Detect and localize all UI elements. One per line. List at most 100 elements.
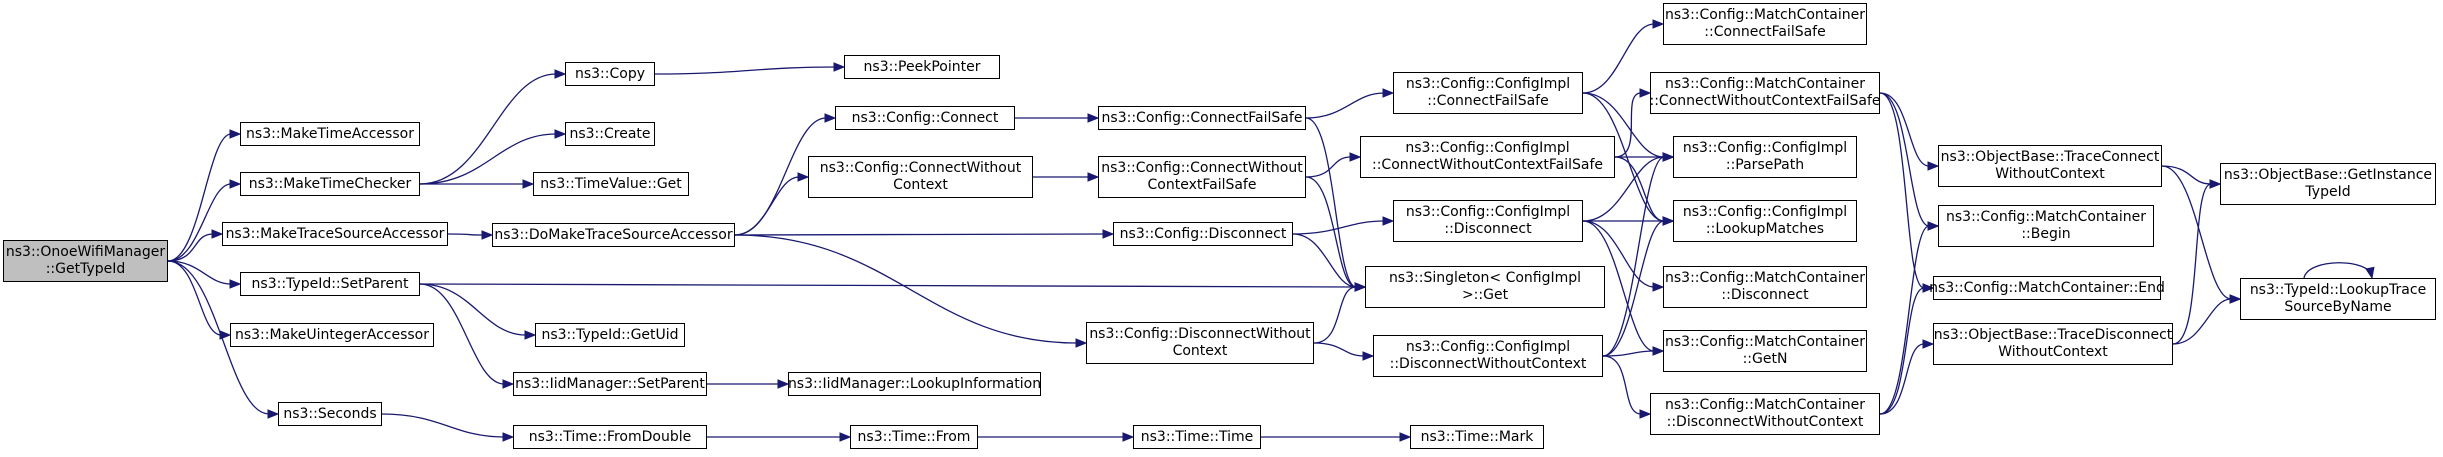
edge-copy-to-peekPointer: [654, 66, 836, 75]
edge-root-to-seconds-arrowhead: [267, 409, 280, 419]
edge-implConnectFailSafe-to-implParsePath: [1582, 92, 1665, 158]
node-type-id-set-parent[interactable]: ns3::TypeId::SetParent: [240, 272, 420, 296]
node-mc-disconnect-without-context[interactable]: ns3::Config::MatchContainer ::Disconnect…: [1650, 393, 1880, 435]
node-iid-set-parent[interactable]: ns3::IidManager::SetParent: [513, 372, 707, 396]
edge-makeTimeChecker-to-timeValueGet-arrowhead: [522, 179, 535, 189]
edge-configDisconnect-to-singletonGet: [1292, 233, 1357, 288]
node-config-connect[interactable]: ns3::Config::Connect: [835, 106, 1015, 130]
edge-typeIdSetParent-to-iidSetParent: [419, 283, 505, 385]
node-impl-connect-fail-safe[interactable]: ns3::Config::ConfigImpl ::ConnectFailSaf…: [1393, 72, 1583, 114]
node-mc-begin[interactable]: ns3::Config::MatchContainer ::Begin: [1938, 205, 2154, 247]
edge-configConnectWithoutContextFailSafe-to-implConnectWithoutContextFailSafe-arrowhead: [1349, 152, 1362, 162]
edge-implDisconnect-to-mcGetN: [1582, 220, 1655, 352]
edge-implDisconnectWithoutContext-to-implLookupMatches-arrowhead: [1662, 216, 1675, 226]
node-seconds[interactable]: ns3::Seconds: [278, 402, 382, 426]
edge-configConnectFailSafe-to-singletonGet: [1305, 117, 1357, 288]
edge-makeTimeChecker-to-copy: [419, 73, 557, 185]
node-impl-disconnect-without-context[interactable]: ns3::Config::ConfigImpl ::DisconnectWith…: [1373, 335, 1603, 377]
node-make-time-accessor[interactable]: ns3::MakeTimeAccessor: [240, 122, 420, 146]
edge-root-to-makeTimeChecker-arrowhead: [229, 179, 242, 189]
edge-typeIdSetParent-to-typeIdGetUid-arrowhead: [524, 330, 537, 340]
node-config-connect-without-context[interactable]: ns3::Config::ConnectWithout Context: [808, 156, 1033, 198]
edge-typeIdSetParent-to-singletonGet: [419, 283, 1357, 288]
edge-root-to-makeTimeChecker: [167, 183, 232, 262]
edge-configDisconnectWithoutContext-to-singletonGet: [1313, 286, 1357, 344]
edge-mcDisconnectWithoutContext-to-obTraceDisconnectWithoutContext-arrowhead: [1922, 339, 1935, 349]
edge-implDisconnectWithoutContext-to-mcGetN-arrowhead: [1652, 346, 1665, 356]
edge-configDisconnectWithoutContext-to-implDisconnectWithoutContext-arrowhead: [1362, 351, 1375, 361]
node-create[interactable]: ns3::Create: [565, 122, 655, 146]
edge-implConnectFailSafe-to-mcConnectFailSafe: [1582, 23, 1655, 94]
edge-doMakeTraceSourceAccessor-to-configConnect-arrowhead: [824, 113, 837, 123]
node-impl-lookup-matches[interactable]: ns3::Config::ConfigImpl ::LookupMatches: [1673, 200, 1857, 242]
edge-makeTraceSourceAccessor-to-doMakeTraceSourceAccessor: [447, 233, 484, 236]
node-singleton-get[interactable]: ns3::Singleton< ConfigImpl >::Get: [1365, 266, 1605, 308]
node-make-time-checker[interactable]: ns3::MakeTimeChecker: [240, 172, 420, 196]
node-time-time[interactable]: ns3::Time::Time: [1133, 425, 1261, 449]
node-type-id-get-uid[interactable]: ns3::TypeId::GetUid: [535, 323, 685, 347]
edge-doMakeTraceSourceAccessor-to-configDisconnect: [734, 233, 1105, 236]
edge-implDisconnect-to-mcDisconnect-arrowhead: [1652, 282, 1665, 292]
node-make-trace-source-accessor[interactable]: ns3::MakeTraceSourceAccessor: [222, 222, 448, 246]
node-impl-disconnect[interactable]: ns3::Config::ConfigImpl ::Disconnect: [1393, 200, 1583, 242]
node-copy[interactable]: ns3::Copy: [565, 62, 655, 86]
node-ob-trace-disconnect-without-context[interactable]: ns3::ObjectBase::TraceDisconnect Without…: [1933, 323, 2173, 365]
edge-configDisconnect-to-implDisconnect-arrowhead: [1382, 216, 1395, 226]
edge-mcConnectWithoutContextFailSafe-to-mcBegin: [1879, 92, 1930, 227]
node-ob-get-instance-type-id[interactable]: ns3::ObjectBase::GetInstance TypeId: [2220, 163, 2436, 205]
edge-mcDisconnectWithoutContext-to-mcEnd: [1879, 287, 1925, 415]
edge-root-to-makeUintegerAccessor: [167, 260, 222, 336]
edge-implDisconnectWithoutContext-to-mcDisconnectWithoutContext: [1602, 355, 1642, 415]
node-config-connect-without-context-fail-safe[interactable]: ns3::Config::ConnectWithout ContextFailS…: [1098, 156, 1306, 198]
edge-root-to-seconds: [167, 260, 270, 415]
edge-typeIdLookupTraceSourceByName-to-typeIdLookupTraceSourceByName: [2303, 262, 2373, 279]
edge-obTraceConnectWithoutContext-to-obGetInstanceTypeId: [2161, 165, 2212, 185]
node-mc-connect-fail-safe[interactable]: ns3::Config::MatchContainer ::ConnectFai…: [1663, 3, 1867, 45]
node-impl-parse-path[interactable]: ns3::Config::ConfigImpl ::ParsePath: [1673, 136, 1857, 178]
edge-obTraceConnectWithoutContext-to-typeIdLookupTraceSourceByName: [2161, 165, 2232, 300]
node-config-connect-fail-safe[interactable]: ns3::Config::ConnectFailSafe: [1098, 106, 1306, 130]
node-ob-trace-connect-without-context[interactable]: ns3::ObjectBase::TraceConnect WithoutCon…: [1938, 145, 2162, 187]
node-do-make-trace-source-accessor[interactable]: ns3::DoMakeTraceSourceAccessor: [492, 223, 735, 247]
edge-root-to-makeTraceSourceAccessor-arrowhead: [211, 229, 224, 239]
edge-root-to-makeTimeAccessor: [167, 133, 232, 262]
edge-configDisconnect-to-implDisconnect: [1292, 220, 1385, 235]
edge-timeFrom-to-timeTime-arrowhead: [1122, 432, 1135, 442]
node-time-mark[interactable]: ns3::Time::Mark: [1410, 425, 1544, 449]
node-iid-lookup-information[interactable]: ns3::IidManager::LookupInformation: [788, 372, 1041, 396]
node-config-disconnect-without-context[interactable]: ns3::Config::DisconnectWithout Context: [1086, 322, 1314, 364]
node-peek-pointer[interactable]: ns3::PeekPointer: [844, 55, 1000, 79]
edge-doMakeTraceSourceAccessor-to-configConnectWithoutContext-arrowhead: [797, 172, 810, 182]
edge-seconds-to-timeFromDouble-arrowhead: [502, 432, 515, 442]
node-root: ns3::OnoeWifiManager ::GetTypeId: [3, 240, 168, 282]
node-config-disconnect[interactable]: ns3::Config::Disconnect: [1113, 222, 1293, 246]
edge-typeIdSetParent-to-iidSetParent-arrowhead: [502, 379, 515, 389]
edge-typeIdLookupTraceSourceByName-to-typeIdLookupTraceSourceByName-arrowhead: [2365, 266, 2375, 280]
edge-implConnectFailSafe-to-mcConnectFailSafe-arrowhead: [1652, 19, 1665, 29]
edge-mcConnectWithoutContextFailSafe-to-obTraceConnectWithoutContext: [1879, 92, 1930, 167]
edge-makeTraceSourceAccessor-to-doMakeTraceSourceAccessor-arrowhead: [481, 230, 494, 240]
edge-iidSetParent-to-iidLookupInformation-arrowhead: [777, 379, 790, 389]
node-mc-get-n[interactable]: ns3::Config::MatchContainer ::GetN: [1663, 330, 1867, 372]
edge-configConnectFailSafe-to-implConnectFailSafe: [1305, 92, 1385, 119]
edge-configConnectWithoutContextFailSafe-to-singletonGet: [1305, 176, 1357, 288]
node-mc-connect-without-context-fail-safe[interactable]: ns3::Config::MatchContainer ::ConnectWit…: [1650, 72, 1881, 114]
edge-obTraceDisconnectWithoutContext-to-obGetInstanceTypeId-arrowhead: [2209, 179, 2222, 189]
edge-timeTime-to-timeMark-arrowhead: [1399, 432, 1412, 442]
node-make-uinteger-accessor[interactable]: ns3::MakeUintegerAccessor: [230, 323, 434, 347]
node-time-from-double[interactable]: ns3::Time::FromDouble: [513, 425, 707, 449]
edge-configConnectWithoutContextFailSafe-to-implConnectWithoutContextFailSafe: [1305, 156, 1352, 178]
node-impl-connect-without-context-fail-safe[interactable]: ns3::Config::ConfigImpl ::ConnectWithout…: [1360, 136, 1615, 178]
edge-root-to-typeIdSetParent-arrowhead: [229, 279, 242, 289]
edge-mcDisconnectWithoutContext-to-mcBegin-arrowhead: [1927, 221, 1940, 231]
node-type-id-lookup-trace-source-by-name[interactable]: ns3::TypeId::LookupTrace SourceByName: [2240, 278, 2436, 320]
edge-configConnectFailSafe-to-implConnectFailSafe-arrowhead: [1382, 88, 1395, 98]
node-time-value-get[interactable]: ns3::TimeValue::Get: [533, 172, 689, 196]
edge-implConnectWithoutContextFailSafe-to-mcConnectWithoutContextFailSafe-arrowhead: [1639, 88, 1652, 98]
edge-mcDisconnectWithoutContext-to-mcBegin: [1879, 225, 1930, 415]
node-mc-disconnect[interactable]: ns3::Config::MatchContainer ::Disconnect: [1663, 266, 1867, 308]
node-mc-end[interactable]: ns3::Config::MatchContainer::End: [1929, 276, 2165, 300]
edge-doMakeTraceSourceAccessor-to-configConnectWithoutContext: [734, 176, 800, 236]
node-time-from[interactable]: ns3::Time::From: [850, 425, 978, 449]
